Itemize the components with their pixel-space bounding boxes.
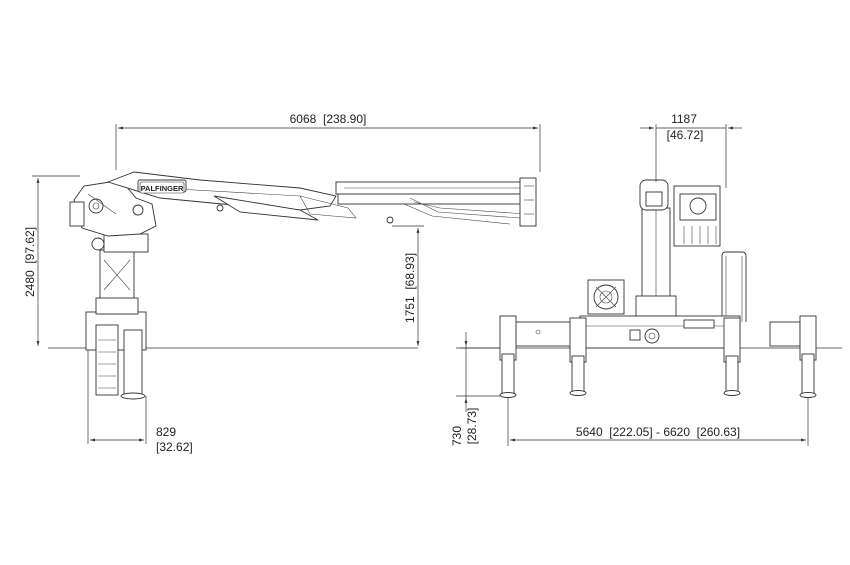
column-width-label: 1187 (671, 112, 697, 126)
height-mount-label: 1751 [68.93] (403, 253, 417, 323)
base-depth-label: 829 (156, 425, 176, 439)
reach-dimension-label: 6068 [238.90] (290, 112, 367, 126)
front-outrigger-left (499, 315, 587, 398)
outrigger-height-dimension: 730 [28.73] (450, 332, 500, 446)
side-base-column (85, 233, 149, 400)
height-total-dimension: 2480 [97.62] (23, 175, 80, 346)
outrigger-height-inch-label: [28.73] (465, 408, 479, 445)
front-base-frame (579, 315, 741, 349)
height-total-label: 2480 [97.62] (23, 227, 37, 297)
brand-plate (139, 181, 185, 194)
side-view: PALFINGER 6068 [238.90] 2480 [97.62] 175… (23, 112, 541, 454)
base-depth-inch-label: [32.62] (156, 440, 193, 454)
front-outrigger-right (723, 315, 817, 398)
front-view: 1187 [46.72] 730 [28.73] 5640 [222.05] -… (450, 112, 842, 446)
side-crane-head (69, 181, 157, 237)
height-mount-dimension: 1751 [68.93] (392, 225, 424, 346)
front-ladder (721, 251, 747, 322)
base-depth-dimension: 829 [32.62] (87, 350, 193, 454)
outrigger-height-label: 730 (450, 426, 464, 446)
outrigger-span-dimension: 5640 [222.05] - 6620 [260.63] (507, 398, 809, 446)
front-control-valve (673, 185, 721, 247)
front-oil-cooler (587, 279, 625, 315)
column-width-dimension: 1187 [46.72] (640, 112, 742, 188)
outrigger-span-label: 5640 [222.05] - 6620 [260.63] (576, 425, 740, 439)
reach-dimension: 6068 [238.90] (115, 112, 541, 172)
column-width-inch-label: [46.72] (667, 128, 704, 142)
side-telescopic-boom (335, 177, 537, 227)
brand-label: PALFINGER (141, 184, 184, 193)
front-column (635, 179, 677, 317)
